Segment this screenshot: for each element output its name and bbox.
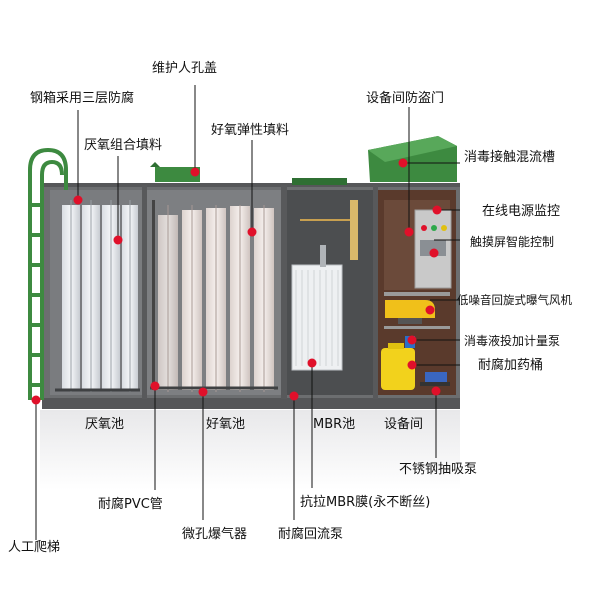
label-equipment-room: 设备间 <box>384 417 424 432</box>
marker-touch-screen <box>429 248 439 258</box>
marker-chem-bucket <box>407 360 417 370</box>
label-aerobic-tank: 好氧池 <box>206 417 246 432</box>
mbr-membrane <box>291 200 358 371</box>
ladder <box>28 147 68 400</box>
marker-disinfection <box>398 158 408 168</box>
markers <box>31 158 442 405</box>
label-suction-pump: 不锈钢抽吸泵 <box>399 462 478 477</box>
label-ladder: 人工爬梯 <box>8 540 61 555</box>
label-mbr-membrane: 抗拉MBR膜(永不断丝) <box>300 495 431 510</box>
aerobic-filler <box>158 205 274 392</box>
blower <box>385 300 435 318</box>
manhole-cover <box>155 167 200 182</box>
label-anaerobic-filler: 厌氧组合填料 <box>84 138 163 153</box>
label-pvc-pipe: 耐腐PVC管 <box>98 497 163 512</box>
label-mbr-tank: MBR池 <box>313 417 356 432</box>
floor-reflection <box>40 410 460 490</box>
marker-dosing-pump <box>407 335 417 345</box>
label-touch-screen: 触摸屏智能控制 <box>470 235 555 249</box>
marker-equipment-door <box>404 227 414 237</box>
marker-aerator <box>198 387 208 397</box>
marker-suction-pump <box>431 386 441 396</box>
label-dosing-pump: 消毒液投加计量泵 <box>464 334 561 348</box>
label-anaerobic-tank: 厌氧池 <box>85 417 125 432</box>
label-return-pump: 耐腐回流泵 <box>278 527 344 542</box>
label-chem-bucket: 耐腐加药桶 <box>478 358 544 373</box>
marker-anaerobic-filler <box>113 235 123 245</box>
marker-aerobic-filler <box>247 227 257 237</box>
label-steel-box: 钢箱采用三层防腐 <box>30 91 135 106</box>
marker-manhole <box>190 167 200 177</box>
marker-mbr-membrane <box>307 358 317 368</box>
label-blower: 低噪音回旋式曝气风机 <box>457 293 572 307</box>
marker-steel-box <box>73 195 83 205</box>
marker-pvc <box>150 381 160 391</box>
label-aerobic-filler: 好氧弹性填料 <box>211 123 290 138</box>
marker-power-monitor <box>432 205 442 215</box>
label-aerator: 微孔爆气器 <box>182 527 248 542</box>
chem-bucket <box>381 348 415 390</box>
label-manhole-cover: 维护人孔盖 <box>152 61 218 76</box>
label-power-monitor: 在线电源监控 <box>482 204 561 219</box>
marker-blower <box>425 305 435 315</box>
label-equipment-door: 设备间防盗门 <box>366 91 445 106</box>
anaerobic-filler <box>62 200 138 392</box>
label-disinfection-tank: 消毒接触混流槽 <box>464 150 556 165</box>
marker-ladder <box>31 395 41 405</box>
marker-return-pump <box>289 391 299 401</box>
